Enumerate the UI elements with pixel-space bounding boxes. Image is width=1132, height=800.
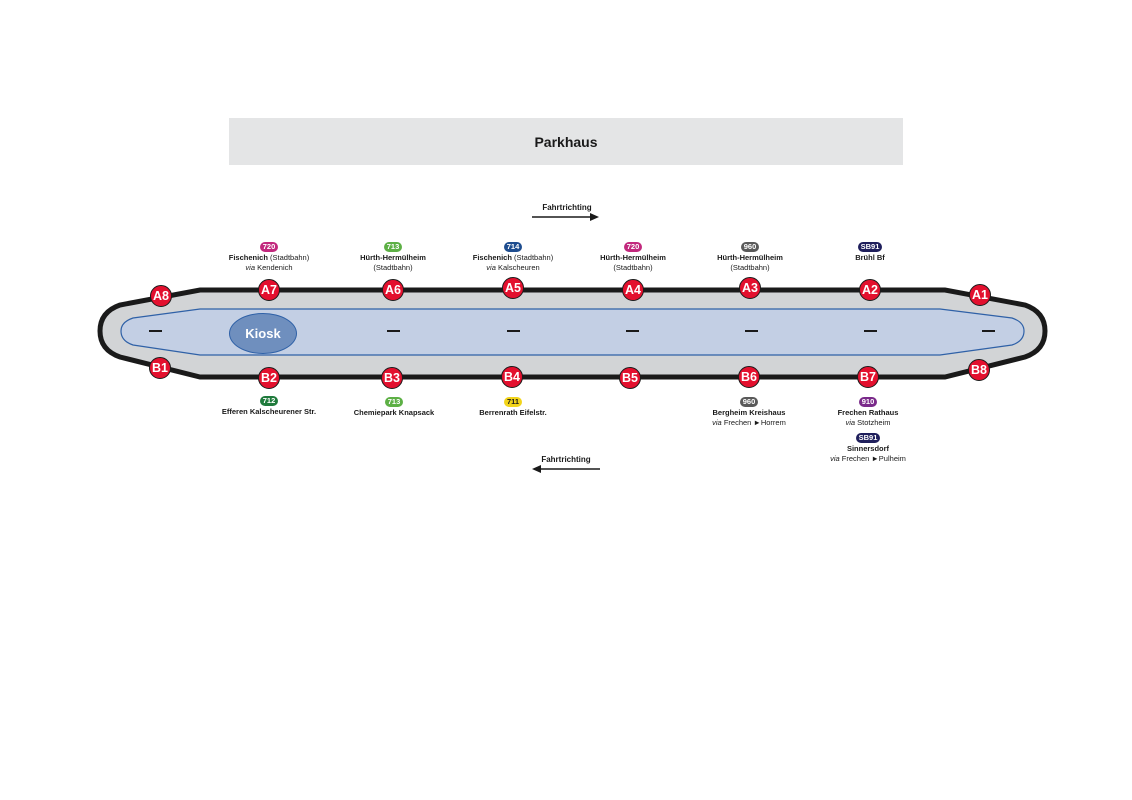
route-info-a5: 714 Fischenich (Stadtbahn) via Kalscheur… — [428, 242, 598, 272]
route-info-b6: 960 Bergheim Kreishaus via Frechen ►Horr… — [664, 397, 834, 427]
via-label: via — [486, 262, 496, 272]
destination-sub: (Stadtbahn) — [514, 253, 554, 262]
route-info-b7: 910 Frechen Rathaus via Stotzheim SB91 S… — [783, 397, 953, 463]
direction-label-bottom: Fahrtrichting — [541, 455, 591, 464]
stop-a4[interactable]: A4 — [622, 279, 644, 301]
via-place: Frechen ►Horrem — [723, 417, 786, 427]
destination: Hürth-Hermülheim — [360, 253, 426, 262]
direction-indicator-bottom: Fahrtrichting — [531, 455, 601, 474]
platform-dash — [507, 330, 520, 332]
via-place: Stotzheim — [857, 417, 891, 427]
destination-sub: (Stadtbahn) — [730, 262, 770, 272]
platform-dash — [745, 330, 758, 332]
stop-a7[interactable]: A7 — [258, 279, 280, 301]
destination: Fischenich — [228, 253, 268, 262]
route-badge: 720 — [623, 242, 643, 252]
route-info-a3: 960 Hürth-Hermülheim (Stadtbahn) — [665, 242, 835, 272]
route-badge: 711 — [503, 397, 523, 407]
route-badge: 713 — [383, 242, 403, 252]
destination-sub: (Stadtbahn) — [373, 262, 413, 272]
via-label: via — [845, 417, 856, 427]
stop-a5[interactable]: A5 — [502, 277, 524, 299]
stop-b2[interactable]: B2 — [258, 367, 280, 389]
via-place: Kendenich — [257, 262, 293, 272]
direction-indicator-top: Fahrtrichting — [532, 203, 602, 222]
stop-b3[interactable]: B3 — [381, 367, 403, 389]
route-badge: 960 — [740, 242, 760, 252]
destination: Efferen Kalscheurener Str. — [221, 407, 317, 416]
stop-b4[interactable]: B4 — [501, 366, 523, 388]
arrow-left-icon — [532, 465, 600, 473]
platform-dash — [864, 330, 877, 332]
destination: Fischenich — [472, 253, 512, 262]
stop-a8[interactable]: A8 — [150, 285, 172, 307]
route-badge: 720 — [259, 242, 279, 252]
direction-label-top: Fahrtrichting — [542, 203, 592, 212]
arrow-right-icon — [532, 213, 599, 221]
stop-a6[interactable]: A6 — [382, 279, 404, 301]
route-info-b3: 713 Chemiepark Knapsack — [309, 397, 479, 418]
route-badge: 714 — [503, 242, 523, 252]
stop-b5[interactable]: B5 — [619, 367, 641, 389]
route-badge: 960 — [739, 397, 759, 407]
platform-dash — [387, 330, 400, 332]
destination: Hürth-Hermülheim — [717, 253, 783, 262]
kiosk: Kiosk — [229, 313, 297, 354]
stop-b7[interactable]: B7 — [857, 366, 879, 388]
route-info-b2: 712 Efferen Kalscheurener Str. — [184, 396, 354, 417]
via-label: via — [245, 262, 256, 272]
destination: Chemiepark Knapsack — [353, 408, 435, 417]
destination: Frechen Rathaus — [837, 408, 899, 417]
route-badge: SB91 — [855, 433, 881, 443]
platform-dash — [982, 330, 995, 332]
stop-a3[interactable]: A3 — [739, 277, 761, 299]
destination-sub: (Stadtbahn) — [613, 262, 653, 272]
stop-a1[interactable]: A1 — [969, 284, 991, 306]
route-badge: 712 — [259, 396, 279, 406]
destination: Bergheim Kreishaus — [712, 408, 786, 417]
destination: Sinnersdorf — [846, 444, 890, 453]
stop-b8[interactable]: B8 — [968, 359, 990, 381]
route-badge: 713 — [384, 397, 404, 407]
route-info-a4: 720 Hürth-Hermülheim (Stadtbahn) — [548, 242, 718, 272]
destination: Hürth-Hermülheim — [600, 253, 666, 262]
route-info-a6: 713 Hürth-Hermülheim (Stadtbahn) — [308, 242, 478, 272]
destination: Berrenrath Eifelstr. — [479, 408, 547, 417]
platform-dash — [149, 330, 162, 332]
destination-sub: (Stadtbahn) — [270, 253, 310, 262]
route-info-a2: SB91 Brühl Bf — [785, 242, 955, 263]
via-place: Kalscheuren — [497, 262, 540, 272]
route-badge: SB91 — [857, 242, 883, 252]
via-place: Frechen ►Pulheim — [841, 453, 906, 463]
parkhaus-label: Parkhaus — [229, 118, 903, 165]
stop-b1[interactable]: B1 — [149, 357, 171, 379]
route-badge: 910 — [858, 397, 878, 407]
route-info-a7: 720 Fischenich (Stadtbahn) via Kendenich — [184, 242, 354, 272]
route-info-b4: 711 Berrenrath Eifelstr. — [428, 397, 598, 418]
via-label: via — [712, 417, 722, 427]
stop-b6[interactable]: B6 — [738, 366, 760, 388]
platform-island — [120, 308, 1025, 356]
stop-a2[interactable]: A2 — [859, 279, 881, 301]
via-label: via — [830, 453, 840, 463]
platform-dash — [626, 330, 639, 332]
destination: Brühl Bf — [855, 253, 885, 262]
